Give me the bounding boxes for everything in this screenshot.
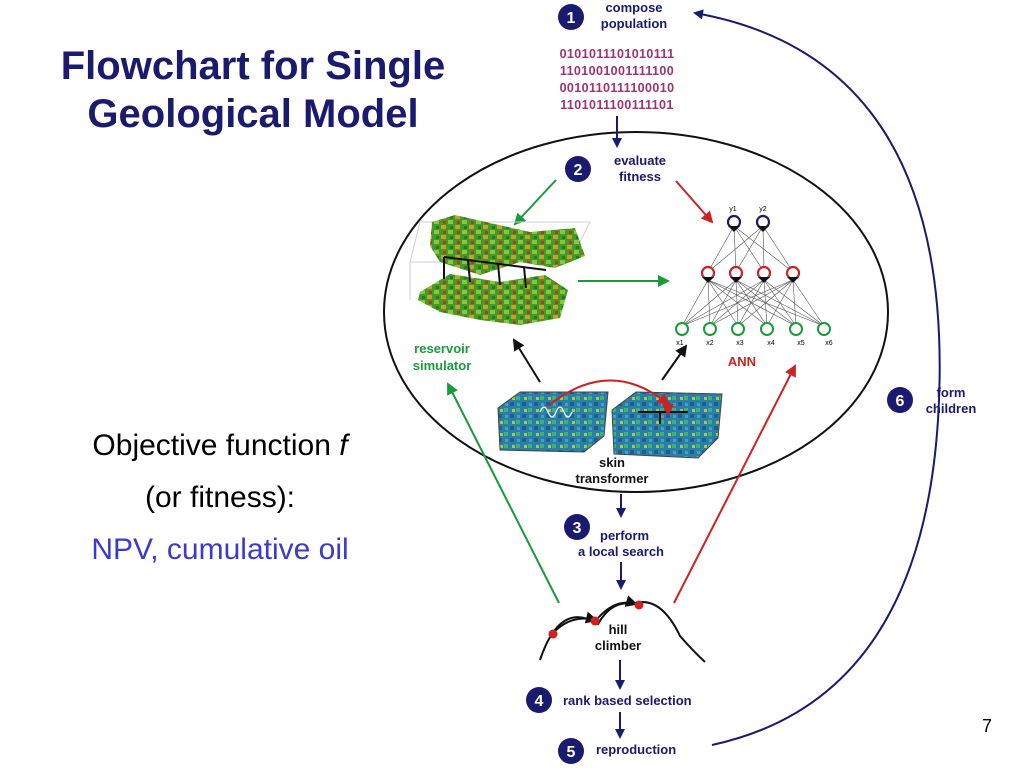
step-4-badge — [526, 687, 552, 713]
step-6-label-1: form — [937, 385, 966, 400]
step-4-number: 4 — [535, 693, 544, 710]
reservoir-label-1: reservoir — [414, 341, 470, 356]
step-1: 1 compose population — [558, 0, 667, 31]
ann-input-label-4: x4 — [767, 340, 775, 347]
step-5: 5 reproduction — [558, 738, 676, 764]
skin-transformer-images — [497, 391, 723, 459]
step-3-number: 3 — [573, 520, 582, 537]
bitstring-3: 0010110111100010 — [560, 81, 675, 95]
population-bitstrings: 0101011101010111 1101001001111100 001011… — [560, 47, 675, 112]
bitstring-1: 0101011101010111 — [560, 47, 675, 61]
ann-input-nodes: x1 x2 x3 x4 x5 x6 — [675, 322, 833, 347]
title-line-2: Geological Model — [87, 92, 419, 136]
arrow-evaluate-to-ann — [675, 180, 714, 224]
objective-line-3: NPV, cumulative oil — [91, 533, 349, 566]
step-1-label-1: compose — [605, 0, 662, 15]
step-2-badge — [565, 156, 591, 182]
ann-hidden-nodes — [700, 265, 801, 283]
step-3: 3 perform a local search — [564, 514, 664, 559]
bitstring-4: 1101011100111101 — [560, 98, 674, 112]
arrow-hill-to-reservoir — [447, 382, 560, 604]
step-2-number: 2 — [574, 162, 583, 179]
ann-output-label-2: y2 — [759, 206, 767, 213]
objective-text: Objective function f (or fitness): NPV, … — [30, 420, 410, 576]
hill-climber-graphic — [539, 595, 706, 663]
ann-output-nodes: y1 y2 — [726, 206, 771, 232]
step-6-number: 6 — [896, 393, 905, 410]
arrow-skin-to-ann — [661, 344, 688, 381]
reservoir-model-image — [409, 215, 591, 325]
evaluation-ellipse — [383, 131, 889, 493]
arrow-loop-to-compose — [693, 9, 941, 746]
ann-label: ANN — [728, 354, 756, 369]
step-5-badge — [558, 738, 584, 764]
step-4-label: rank based selection — [563, 693, 692, 708]
skin-label-1: skin — [599, 455, 625, 470]
step-3-badge — [564, 514, 590, 540]
page-number: 7 — [981, 716, 992, 736]
arrow-evaluate-to-reservoir — [513, 179, 557, 226]
step-2-label-1: evaluate — [614, 153, 666, 168]
objective-line-1: Objective function f — [30, 420, 410, 472]
step-3-label-1: perform — [600, 528, 649, 543]
step-4: 4 rank based selection — [526, 687, 692, 713]
page-title: Flowchart for Single Geological Model — [18, 42, 488, 138]
skin-label-2: transformer — [576, 471, 649, 486]
ann-input-label-3: x3 — [736, 340, 744, 347]
step-6: 6 form children — [887, 385, 976, 416]
ann-network — [681, 225, 825, 327]
step-1-badge — [558, 4, 584, 30]
objective-label: Objective function — [92, 429, 340, 462]
arrow-skin-to-reservoir — [512, 338, 541, 383]
step-1-label-2: population — [601, 16, 667, 31]
step-1-number: 1 — [567, 10, 576, 27]
hill-label-1: hill — [609, 622, 628, 637]
step-3-label-2: a local search — [578, 544, 664, 559]
ann-input-label-2: x2 — [706, 340, 714, 347]
bitstring-2: 1101001001111100 — [560, 64, 674, 78]
ann-input-label-6: x6 — [825, 340, 833, 347]
objective-variable: f — [339, 429, 348, 462]
arrow-skin-transfer — [547, 379, 670, 407]
ann-output-label-1: y1 — [729, 206, 737, 213]
arrow-hill-to-ann — [673, 364, 796, 604]
step-2-label-2: fitness — [619, 169, 661, 184]
step-5-number: 5 — [567, 744, 576, 761]
hill-label-2: climber — [595, 638, 641, 653]
step-6-label-2: children — [926, 401, 977, 416]
ann-input-label-1: x1 — [676, 340, 684, 347]
reservoir-label-2: simulator — [413, 358, 472, 373]
objective-line-2: (or fitness): — [144, 481, 296, 514]
ann-input-label-5: x5 — [797, 340, 805, 347]
step-2: 2 evaluate fitness — [565, 153, 666, 184]
step-6-badge — [887, 387, 913, 413]
title-line-1: Flowchart for Single — [60, 44, 446, 88]
step-5-label: reproduction — [596, 742, 676, 757]
